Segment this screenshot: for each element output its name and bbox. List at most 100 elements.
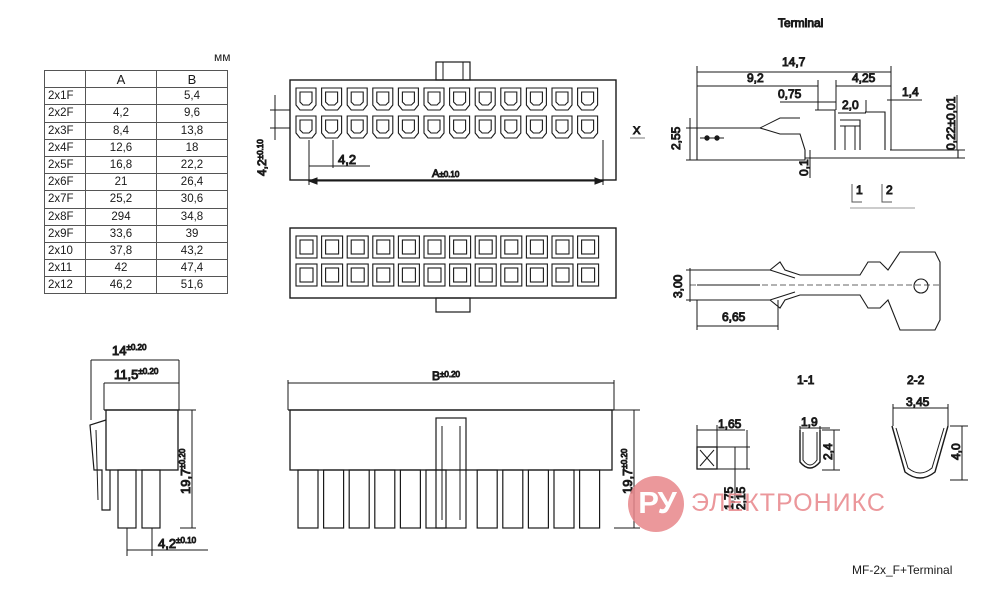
front-cavity	[577, 115, 599, 139]
front-cavity	[474, 115, 496, 139]
table-cell-model: 2x1F	[44, 87, 86, 106]
bottom-cavity	[321, 235, 344, 259]
term-total-length: 14,7	[782, 55, 806, 69]
units-label: мм	[214, 50, 231, 64]
bottom-cavity	[372, 263, 395, 287]
logo-name: ЭЛЕКТРОНИКС	[691, 489, 886, 517]
bottom-cavity	[577, 263, 600, 287]
front-cavity	[397, 115, 419, 139]
terminal-pin	[297, 469, 319, 529]
bottom-cavity	[525, 263, 548, 287]
table-cell-a: 42	[85, 259, 157, 278]
front-cavity	[321, 115, 343, 139]
side-view	[89, 359, 208, 556]
bottom-cavity	[346, 263, 369, 287]
table-cell-model: 2x3F	[44, 121, 86, 140]
terminal-pin	[374, 469, 396, 529]
table-cell-model: 2x7F	[44, 190, 86, 209]
front-cavity	[295, 87, 317, 111]
bottom-cavity	[449, 235, 472, 259]
sec-2-h: 4,0	[949, 443, 963, 460]
term-d-2-55: 2,55	[669, 126, 683, 150]
table-cell-model: 2x11	[44, 259, 86, 278]
front-cavity	[551, 87, 573, 111]
terminal-title: Terminal	[778, 16, 823, 30]
bottom-cavity	[397, 263, 420, 287]
term-d-3-00: 3,00	[671, 274, 685, 298]
front-cavity	[372, 87, 394, 111]
bottom-cavity	[500, 235, 523, 259]
term-d-0-75: 0,75	[778, 87, 802, 101]
sec-1-w: 1,9	[801, 415, 818, 429]
table-cell-b: 51,6	[156, 276, 228, 295]
front-cavity	[346, 87, 368, 111]
front-height-label: 4,2±0.10	[255, 139, 269, 176]
table-cell-b: 34,8	[156, 207, 228, 226]
front-cavity	[423, 115, 445, 139]
bottom-cavity	[321, 263, 344, 287]
logo-mark: РУ	[638, 485, 677, 520]
bottom-cavity	[346, 235, 369, 259]
front-cavity	[372, 115, 394, 139]
terminal-pin	[502, 469, 524, 529]
table-cell-model: 2x5F	[44, 155, 86, 175]
long-b-label: B±0.20	[432, 369, 461, 383]
bottom-cavity	[423, 235, 446, 259]
front-cavity	[500, 87, 522, 111]
front-cavity	[525, 87, 547, 111]
side-inner-label: 11,5±0.20	[114, 367, 159, 382]
side-width-label: 14±0.20	[112, 343, 147, 358]
term-d-4-25: 4,25	[852, 71, 876, 85]
table-cell-model: 2x6F	[44, 173, 86, 192]
terminal-pin	[476, 469, 498, 529]
terminal-pin	[553, 469, 575, 529]
terminal-pin	[425, 469, 447, 529]
bottom-cavity	[474, 263, 497, 287]
front-a-label: A±0.10	[432, 168, 460, 180]
logo-circle	[628, 476, 684, 532]
table-cell-model: 2x12	[44, 276, 86, 295]
long-side-view	[287, 380, 640, 529]
bottom-cavity	[551, 235, 574, 259]
sec-2-w: 3,45	[906, 395, 930, 409]
bottom-cavity	[474, 235, 497, 259]
section-2-2	[891, 404, 968, 481]
sec-x-h1: 1,75	[722, 486, 736, 510]
table-cell-b: 30,6	[156, 190, 228, 209]
front-cavity	[449, 115, 471, 139]
front-cavity	[423, 87, 445, 111]
front-cavity	[500, 115, 522, 139]
sec-1-title: 1-1	[797, 373, 815, 387]
drawing-caption: MF-2x_F+Terminal	[852, 563, 953, 577]
front-view	[270, 61, 617, 185]
table-cell-b: 9,6	[156, 104, 228, 123]
term-d-9-2: 9,2	[747, 71, 764, 85]
term-d-2-0: 2,0	[842, 98, 859, 112]
bottom-cavity	[397, 235, 420, 259]
table-cell-a: 21	[85, 173, 157, 192]
terminal-side-view	[630, 66, 965, 209]
bottom-cavity	[423, 263, 446, 287]
front-cavity	[346, 115, 368, 139]
front-cavity	[474, 87, 496, 111]
sec-x-w: 1,65	[718, 417, 742, 431]
section-x	[696, 425, 750, 500]
front-cavity	[321, 87, 343, 111]
term-x-mark: X	[633, 125, 641, 137]
brand-logo: РУ ЭЛЕКТРОНИКС	[628, 476, 938, 532]
table-cell-b: 5,4	[156, 87, 228, 106]
bottom-cavity	[577, 235, 600, 259]
section-1-1	[799, 426, 840, 471]
term-section-2: 2	[886, 183, 893, 197]
bottom-cavity	[525, 235, 548, 259]
bottom-cavity	[295, 263, 318, 287]
bottom-cavity	[551, 263, 574, 287]
